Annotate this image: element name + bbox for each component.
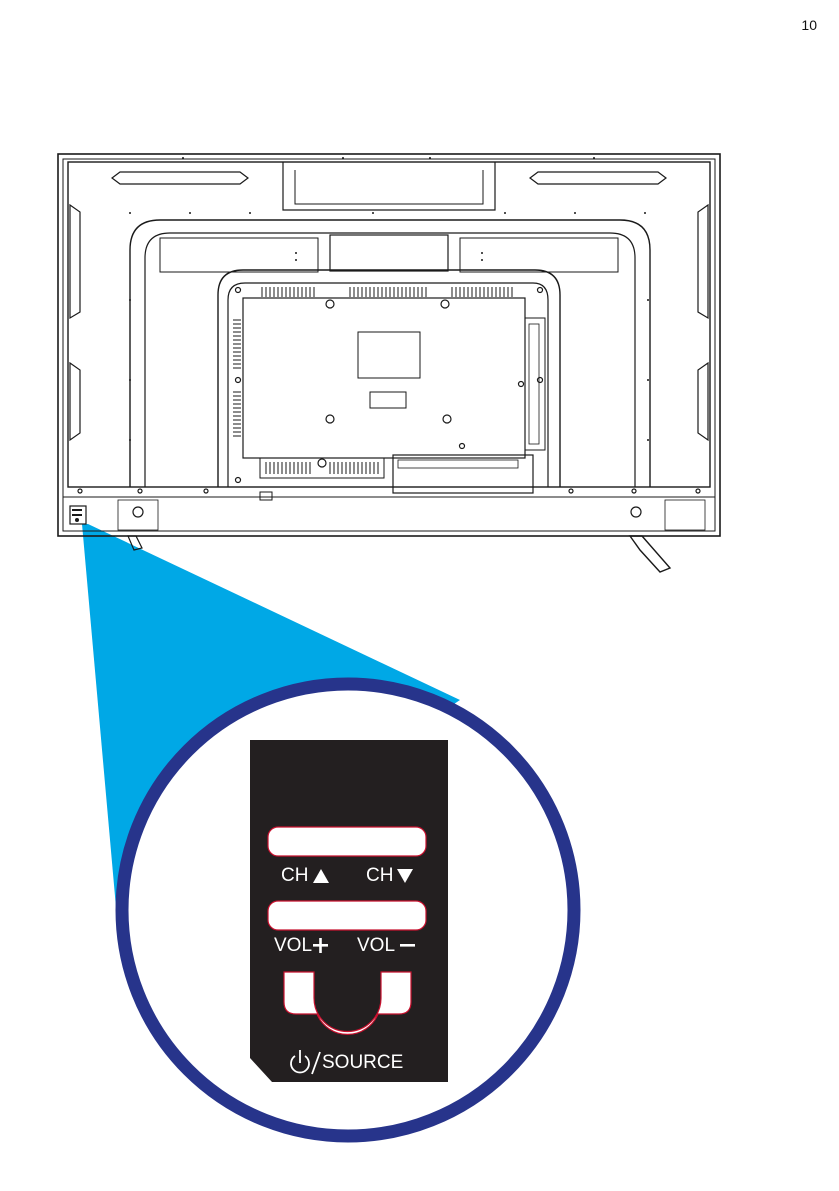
- tv-frame-inner: [63, 159, 715, 531]
- inner-arch: [130, 220, 650, 487]
- mid-recess-center: [330, 235, 448, 271]
- top-recess-right: [530, 172, 666, 184]
- top-recess-center: [283, 162, 495, 210]
- side-connector-strip: [525, 318, 545, 450]
- small-label: [370, 392, 406, 408]
- ch-down-label: CH: [366, 864, 393, 888]
- vent-slots: [233, 287, 512, 474]
- ch-up-label: CH: [281, 864, 308, 888]
- label-sticker: [358, 332, 420, 378]
- right-bottom-box: [665, 500, 705, 530]
- vol-up-label: VOL: [274, 934, 312, 958]
- source-label: SOURCE: [322, 1051, 403, 1075]
- bottom-vent: [260, 458, 384, 478]
- vol-down-label: VOL: [357, 934, 395, 958]
- key-panel-marks: [72, 509, 82, 522]
- ch-button[interactable]: [268, 827, 426, 856]
- stand-right: [630, 536, 670, 572]
- mid-recess-right: [460, 238, 618, 272]
- mid-recess-left: [160, 238, 318, 272]
- side-connector-inner: [529, 324, 539, 444]
- minus-icon: [400, 944, 415, 947]
- tv-frame: [58, 154, 720, 536]
- side-handle-left-top: [70, 205, 80, 318]
- screws: [78, 288, 700, 518]
- side-handle-right-top: [698, 205, 708, 318]
- central-body-inner: [228, 283, 548, 487]
- top-recess-left: [112, 172, 248, 184]
- bottom-port-panel-inner: [398, 460, 518, 468]
- vol-button[interactable]: [268, 901, 426, 930]
- tv-back-view: [58, 154, 720, 572]
- frame-dots: [129, 157, 649, 441]
- power-switch-box: [260, 492, 272, 500]
- side-handle-left-bottom: [70, 363, 80, 440]
- side-handle-right-bottom: [698, 363, 708, 440]
- tv-back-panel: [68, 162, 710, 487]
- top-recess-center-inner: [295, 170, 483, 204]
- left-bottom-box: [118, 500, 158, 530]
